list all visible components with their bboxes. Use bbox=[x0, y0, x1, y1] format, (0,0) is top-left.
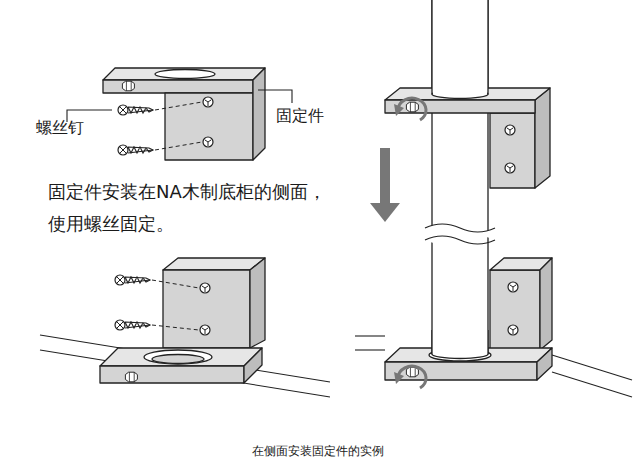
caption: 在侧面安装固定件的实例 bbox=[252, 444, 384, 458]
part-label: 螺丝钉 bbox=[36, 118, 84, 137]
note-text: 固定件安装在NA木制底柜的侧面， 使用螺丝固定。 bbox=[48, 176, 340, 240]
part-label: 固定件 bbox=[276, 106, 324, 125]
